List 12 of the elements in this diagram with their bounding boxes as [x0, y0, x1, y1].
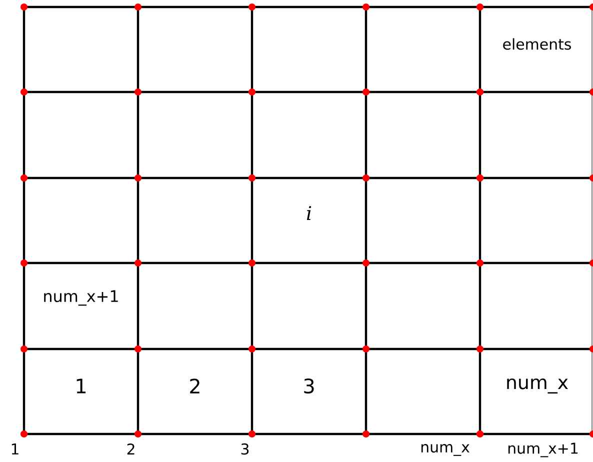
cell-label: elements	[503, 38, 571, 50]
cell-label: 1	[76, 378, 86, 394]
cell-label: 2	[190, 378, 200, 394]
node-number: num_x+1	[508, 442, 578, 458]
cell-label: num_x+1	[44, 290, 118, 306]
node-number: 3	[241, 443, 249, 455]
node-number: 2	[127, 443, 134, 455]
cell-label: num_x	[507, 378, 568, 394]
node-number: num_x	[421, 444, 470, 456]
cell-label: i	[306, 206, 312, 220]
cell-label: 3	[304, 378, 314, 394]
node-number: 1	[12, 444, 18, 454]
